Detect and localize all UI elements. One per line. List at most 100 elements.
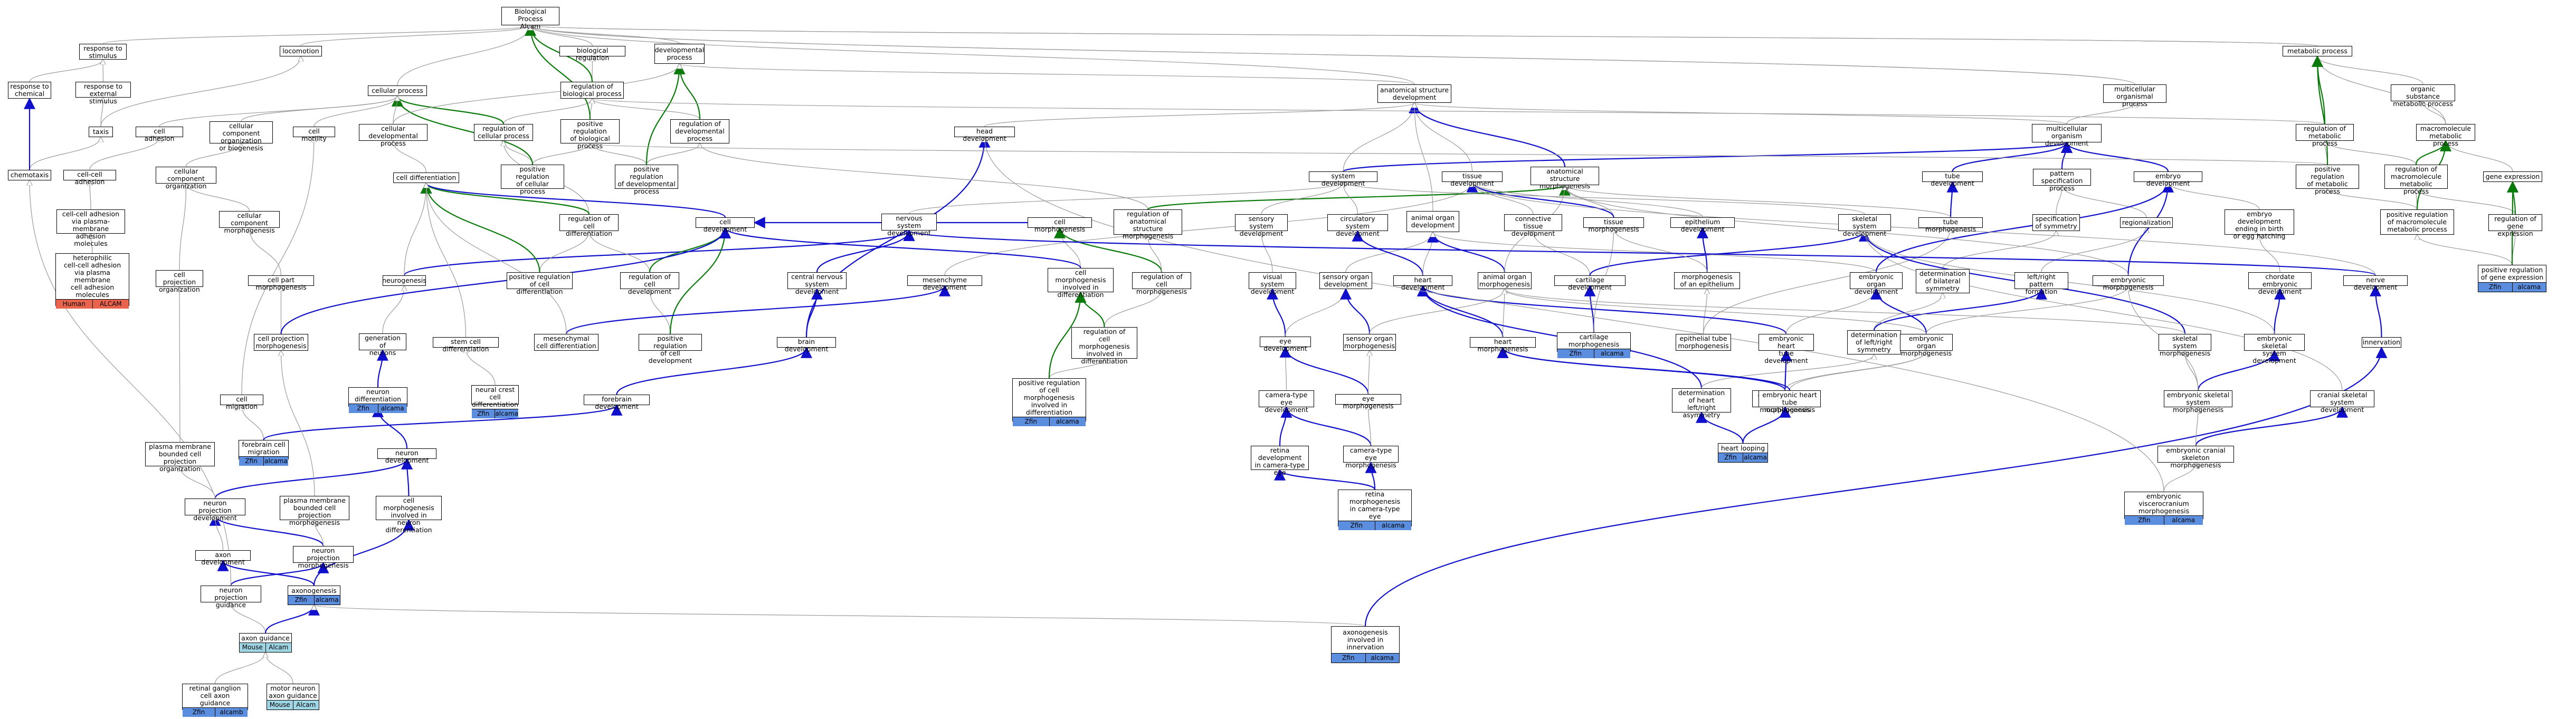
- term-node[interactable]: response to external stimulus: [75, 82, 131, 105]
- term-node[interactable]: Biological Process Alcam: [501, 7, 559, 30]
- term-node[interactable]: regulation of cell morphogenesis: [1132, 272, 1191, 295]
- term-node[interactable]: biological regulation: [559, 46, 625, 62]
- term-node[interactable]: embryonic heart tube development: [1758, 334, 1814, 365]
- term-node[interactable]: regulation of gene expression: [2488, 214, 2542, 237]
- term-node[interactable]: embryonic morphogenesis: [2093, 275, 2164, 291]
- term-node[interactable]: visual system development: [1249, 272, 1296, 295]
- term-node[interactable]: metabolic process: [2283, 46, 2352, 56]
- term-node[interactable]: mesenchyme development: [907, 275, 982, 291]
- term-node[interactable]: animal organ morphogenesis: [1478, 272, 1532, 289]
- term-node[interactable]: mesenchymal cell differentiation: [534, 334, 598, 351]
- term-node[interactable]: cell morphogenesis: [1028, 217, 1092, 233]
- annotation-badge[interactable]: Zfin: [183, 708, 215, 717]
- term-node[interactable]: generation of neurons: [359, 333, 406, 357]
- term-node[interactable]: plasma membrane bounded cell projection …: [145, 442, 215, 473]
- term-node[interactable]: tube development: [1922, 171, 1983, 187]
- term-node[interactable]: pattern specification process: [2033, 169, 2091, 192]
- annotation-badge[interactable]: alcama: [495, 409, 518, 418]
- term-node[interactable]: skeletal system development: [1838, 214, 1891, 237]
- term-node[interactable]: brain development: [777, 337, 836, 353]
- term-node[interactable]: embryo development: [2134, 171, 2202, 187]
- term-node[interactable]: stem cell differentiation: [433, 337, 499, 353]
- term-node[interactable]: innervation: [2362, 337, 2401, 348]
- term-node[interactable]: eye morphogenesis: [1335, 394, 1401, 410]
- annotation-badge[interactable]: alcama: [313, 596, 340, 605]
- term-node[interactable]: regulation of cell morphogenesis involve…: [1071, 327, 1137, 365]
- term-node[interactable]: embryo development ending in birth or eg…: [2225, 209, 2294, 240]
- term-node[interactable]: regulation of developmental process: [670, 119, 729, 143]
- term-node[interactable]: positive regulation of macromolecule met…: [2380, 209, 2454, 235]
- term-node[interactable]: response to chemical: [8, 82, 51, 99]
- annotation-badge[interactable]: ALCAM: [92, 300, 129, 309]
- term-node[interactable]: tissue development: [1442, 171, 1503, 187]
- annotation-badge[interactable]: Zfin: [349, 404, 378, 413]
- annotation-badge[interactable]: Zfin: [2478, 283, 2512, 292]
- term-node[interactable]: cell morphogenesis involved in different…: [1048, 268, 1114, 299]
- term-node[interactable]: regionalization: [2120, 217, 2173, 228]
- annotation-badge[interactable]: alcama: [377, 404, 407, 413]
- annotation-badge[interactable]: alcama: [1743, 453, 1767, 462]
- term-node[interactable]: taxis: [89, 127, 113, 137]
- term-node[interactable]: regulation of cell differentiation: [559, 214, 619, 237]
- term-node[interactable]: determination of heart left/right asymme…: [1672, 388, 1731, 419]
- term-node[interactable]: sensory organ development: [1319, 272, 1372, 289]
- term-node[interactable]: embryonic cranial skeleton morphogenesis: [2157, 446, 2234, 469]
- term-node[interactable]: left/right pattern formation: [2014, 272, 2068, 295]
- term-node[interactable]: gene expression: [2483, 171, 2542, 182]
- term-node[interactable]: macromolecule metabolic process: [2416, 124, 2475, 147]
- term-node[interactable]: nerve development: [2343, 275, 2408, 291]
- term-node[interactable]: determination of bilateral symmetry: [1916, 269, 1970, 293]
- term-node[interactable]: heterophilic cell-cell adhesion via plas…: [55, 253, 129, 309]
- term-node[interactable]: positive regulation of cell differentiat…: [507, 272, 573, 295]
- annotation-badge[interactable]: Zfin: [239, 457, 263, 466]
- term-node[interactable]: anatomical structure morphogenesis: [1531, 167, 1599, 190]
- annotation-badge[interactable]: Alcam: [292, 701, 319, 710]
- annotation-badge[interactable]: Zfin: [288, 596, 314, 605]
- term-node[interactable]: cell adhesion: [136, 127, 183, 142]
- term-node[interactable]: circulatory system development: [1327, 214, 1388, 237]
- term-node[interactable]: regulation of cell development: [620, 272, 679, 295]
- term-node[interactable]: nervous system development: [881, 214, 937, 237]
- annotation-badge[interactable]: Zfin: [2125, 516, 2164, 525]
- term-node[interactable]: eye development: [1260, 337, 1311, 352]
- term-node[interactable]: positive regulation of cell development: [639, 334, 702, 365]
- term-node[interactable]: embryonic organ morphogenesis: [1900, 334, 1953, 357]
- annotation-badge[interactable]: Zfin: [1332, 654, 1365, 663]
- term-node[interactable]: cell development: [696, 217, 755, 233]
- term-node[interactable]: animal organ development: [1406, 211, 1459, 232]
- term-node[interactable]: tube morphogenesis: [1918, 217, 1983, 233]
- term-node[interactable]: skeletal system morphogenesis: [2159, 334, 2211, 357]
- term-node[interactable]: organic substance metabolic process: [2391, 84, 2455, 108]
- term-node[interactable]: cell projection organization: [156, 270, 203, 293]
- term-node[interactable]: cell part morphogenesis: [248, 275, 314, 291]
- annotation-badge[interactable]: Zfin: [1338, 521, 1375, 530]
- term-node[interactable]: embryonic heart tube morphogenesis: [1758, 390, 1821, 414]
- annotation-badge[interactable]: alcama: [2163, 516, 2203, 525]
- term-node[interactable]: regulation of metabolic process: [2296, 124, 2354, 147]
- term-node[interactable]: cellular component morphogenesis: [219, 211, 280, 234]
- annotation-badge[interactable]: Zfin: [1718, 453, 1743, 462]
- annotation-badge[interactable]: alcama: [2512, 283, 2546, 292]
- term-node[interactable]: epithelial tube morphogenesis: [1676, 334, 1731, 351]
- annotation-badge[interactable]: alcama: [1593, 349, 1630, 358]
- term-node[interactable]: connective tissue development: [1504, 214, 1562, 237]
- term-node[interactable]: epithelium development: [1670, 217, 1735, 233]
- term-node[interactable]: specification of symmetry: [2032, 214, 2080, 231]
- term-node[interactable]: sensory organ morphogenesis: [1343, 334, 1396, 351]
- term-node[interactable]: multicellular organismal process: [2103, 84, 2166, 108]
- term-node[interactable]: positive regulation of metabolic process: [2296, 165, 2359, 195]
- term-node[interactable]: heart morphogenesis: [1470, 337, 1536, 353]
- annotation-badge[interactable]: Alcam: [265, 643, 291, 652]
- term-node[interactable]: regulation of macromolecule metabolic pr…: [2384, 165, 2448, 195]
- annotation-badge[interactable]: Zfin: [1013, 417, 1049, 426]
- term-node[interactable]: determination of left/right symmetry: [1847, 330, 1901, 354]
- term-node[interactable]: cell-cell adhesion: [63, 170, 116, 186]
